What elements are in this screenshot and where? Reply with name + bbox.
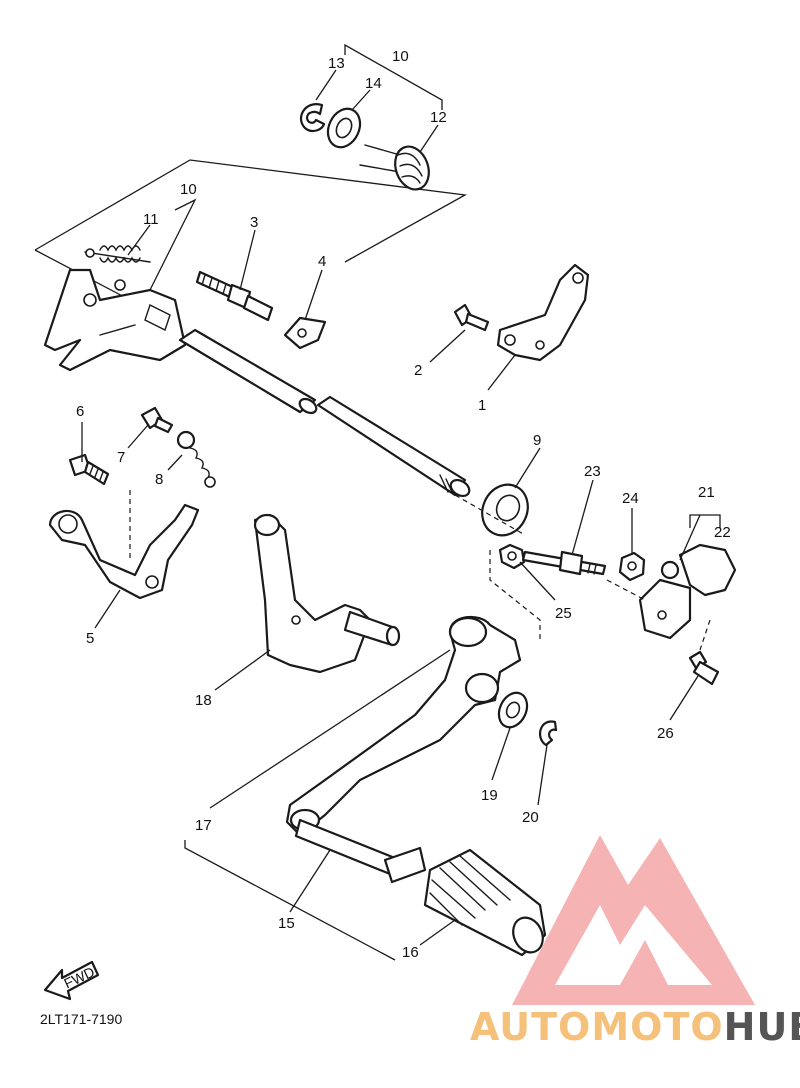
part-label-20: 20 [522,809,539,826]
part-26-bolt [688,650,720,686]
part-label-17: 17 [195,817,212,834]
part-15-pedal-shaft [294,818,427,884]
part-16-rubber [423,848,547,957]
part-label-9: 9 [533,432,541,449]
part-label-7: 7 [117,449,125,466]
watermark-logo [512,835,755,1005]
part-label-24: 24 [622,490,639,507]
part-label-5: 5 [86,630,94,647]
part-23-rod [521,550,607,576]
part-label-1: 1 [478,397,486,414]
part-25-nut [498,543,526,570]
assembly-dashes [129,490,711,651]
shift-shaft [178,328,471,498]
part-11-spring [84,245,151,263]
part-24-nut [618,551,646,582]
fwd-arrow-icon: FWD [43,960,100,1001]
part-label-23: 23 [584,463,601,480]
part-3-stopper-bolt [195,270,274,322]
part-21-joint [638,578,692,640]
part-6-bolt [68,453,110,486]
watermark-word-part1: AUTOMOTO [470,1005,724,1049]
watermark-triangle-icon [512,835,755,1005]
part-label-21: 21 [698,484,715,501]
part-labels: 1 2 3 4 5 6 7 8 9 10 10 11 12 13 14 15 1… [76,48,731,961]
drawing-code: 2LT171-7190 [40,1011,122,1027]
part-5-lever [48,503,200,600]
part-label-12: 12 [430,109,447,126]
part-19-washer [497,691,529,729]
part-label-25: 25 [555,605,572,622]
part-8-spring [176,430,216,488]
part-14-washer [326,107,362,149]
watermark-inner-mark-icon [620,940,668,985]
part-7-bolt [140,406,174,434]
part-label-11: 11 [143,211,159,228]
part-18-arm [253,513,401,674]
watermark-word-part2: HUB [724,1005,800,1049]
part-label-19: 19 [481,787,498,804]
part-label-16: 16 [402,944,419,961]
part-label-15: 15 [278,915,295,932]
part-label-6: 6 [76,403,84,420]
part-label-26: 26 [657,725,674,742]
group-frame-15-16 [184,840,396,961]
part-label-10-upper: 10 [392,48,409,65]
part-9-oil-seal [481,483,529,537]
watermark-wordmark: AUTOMOTOHUB [470,1005,800,1049]
part-22-joint [660,543,737,597]
part-label-14: 14 [365,75,382,92]
fwd-label: FWD [61,963,97,991]
shift-shaft-arm [43,268,187,372]
part-13-circlip [299,103,326,133]
part-20-clip [538,720,558,747]
part-label-8: 8 [155,471,163,488]
part-label-22: 22 [714,524,731,541]
part-12-spring [359,144,430,191]
leader-lines [81,69,721,946]
part-2-bolt [453,303,490,332]
part-1-bracket [496,263,590,362]
part-label-10-lower: 10 [180,181,197,198]
part-label-13: 13 [328,55,345,72]
part-label-2: 2 [414,362,422,379]
group-frame-10-upper [344,43,443,110]
part-4-plate [283,316,327,350]
part-label-3: 3 [250,214,258,231]
part-label-18: 18 [195,692,212,709]
part-label-4: 4 [318,253,326,270]
